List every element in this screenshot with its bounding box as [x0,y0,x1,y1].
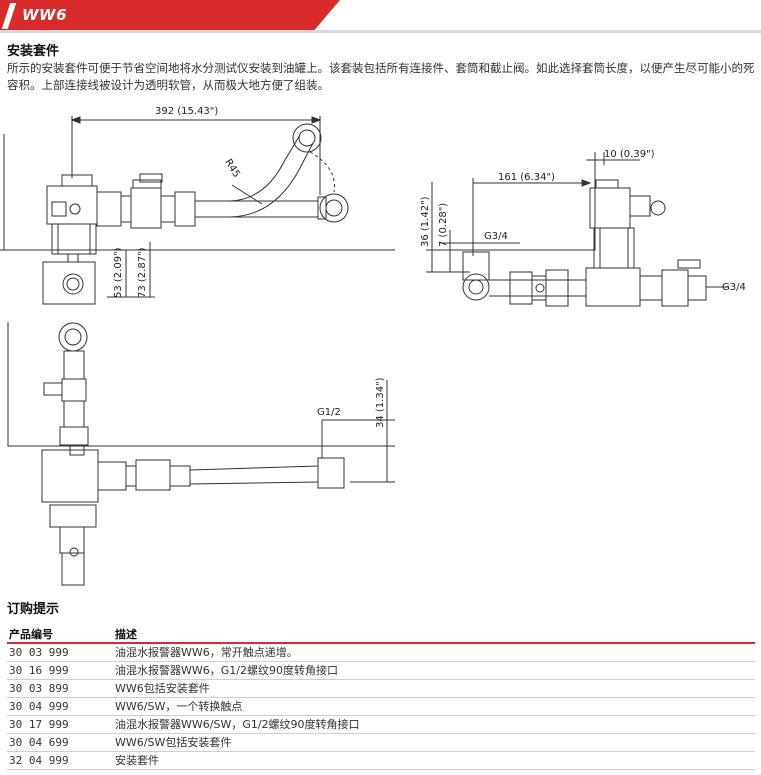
dim-7: 7 (0.28") [438,203,449,247]
dim-34: 34 (1.34") [375,377,386,428]
product-description: WW6/SW包括安装套件 [113,733,755,752]
thread-g34-right: G3/4 [722,282,746,293]
product-description: 油混水报警器WW6，常开触点递增。 [113,643,755,662]
product-description: WW6包括安装套件 [113,679,755,698]
thread-g12: G1/2 [317,407,341,418]
dim-73: 73 (2.87") [137,247,148,298]
product-description: WW6/SW，一个转换触点 [113,697,755,716]
technical-drawings: 392 (15.43") R45 53 (2.09") 73 (2.87") 1… [0,106,746,586]
product-code: 30 04 699 [7,733,113,752]
banner-underline [0,30,761,33]
drawing-top-left [0,116,395,305]
table-row: 32 04 999 安装套件 [7,751,755,770]
column-header-description: 描述 [113,625,755,644]
product-code: 30 17 999 [7,715,113,734]
drawing-bottom-left [7,322,395,586]
column-header-code: 产品编号 [7,625,113,644]
header-banner: WW6 [0,0,761,33]
product-description: 安装套件 [113,751,755,770]
table-row: 30 16 999 油混水报警器WW6，G1/2螺纹90度转角接口 [7,661,755,680]
table-row: 30 03 999 油混水报警器WW6，常开触点递增。 [7,643,755,662]
dim-392: 392 (15.43") [155,106,218,117]
section-title: 安装套件 [7,44,60,59]
thread-g34-left: G3/4 [484,231,508,242]
table-header-row: 产品编号 描述 [7,625,755,644]
dim-36: 36 (1.42") [420,196,431,247]
dim-161: 161 (6.34") [498,172,555,183]
table-row: 30 04 999 WW6/SW，一个转换触点 [7,697,755,716]
product-code: 30 16 999 [7,661,113,680]
product-code: 30 04 999 [7,697,113,716]
dim-10: 10 (0.39") [604,149,655,160]
dim-53: 53 (2.09") [113,247,124,298]
product-code: 32 04 999 [7,751,113,770]
dim-r45: R45 [222,157,242,180]
product-code: 30 03 999 [7,643,113,662]
table-row: 30 04 699 WW6/SW包括安装套件 [7,733,755,752]
product-title: WW6 [22,6,68,24]
table-row: 30 03 899 WW6包括安装套件 [7,679,755,698]
product-description: 油混水报警器WW6，G1/2螺纹90度转角接口 [113,661,755,680]
banner-accent [0,0,340,32]
intro-paragraph: 所示的安装套件可便于节省空间地将水分测试仪安装到油罐上。该套装包括所有连接件、套… [7,61,755,92]
table-row: 30 17 999 油混水报警器WW6/SW，G1/2螺纹90度转角接口 [7,715,755,734]
drawing-top-right [426,152,728,307]
product-code: 30 03 899 [7,679,113,698]
ordering-table: 产品编号 描述 30 03 999 油混水报警器WW6，常开触点递增。 30 1… [7,625,755,770]
ordering-title: 订购提示 [7,602,60,617]
product-description: 油混水报警器WW6/SW，G1/2螺纹90度转角接口 [113,715,755,734]
